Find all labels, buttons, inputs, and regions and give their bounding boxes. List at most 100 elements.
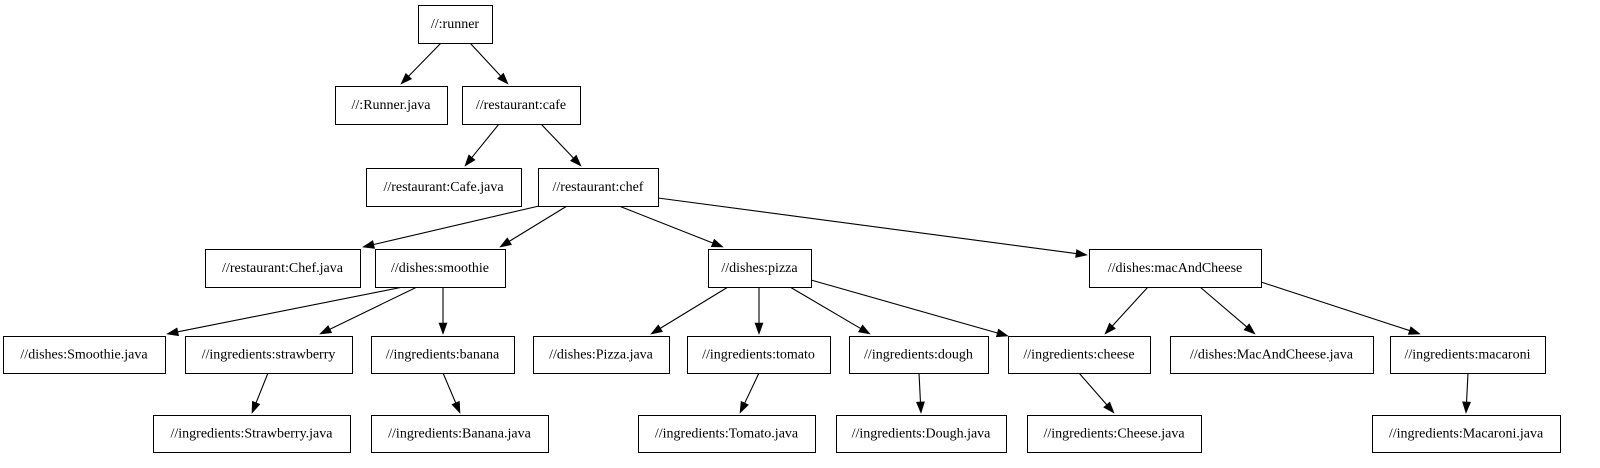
node-box[interactable] [153, 415, 351, 453]
edge-arrowhead [1407, 326, 1421, 335]
node-label: //ingredients:cheese [1023, 348, 1134, 363]
node-label: //dishes:pizza [721, 261, 798, 276]
edge-line [618, 205, 713, 244]
edge-line [177, 286, 404, 333]
edge-line [471, 123, 500, 158]
graph-node-dishes_macandcheese[interactable]: //dishes:macAndCheese [1089, 249, 1262, 288]
graph-node-dishes_pizza[interactable]: //dishes:pizza [708, 249, 812, 288]
node-box[interactable] [418, 5, 493, 44]
node-box[interactable] [1027, 415, 1202, 453]
graph-node-dough_java[interactable]: //ingredients:Dough.java [836, 415, 1007, 453]
graph-node-ing_banana[interactable]: //ingredients:banana [371, 336, 515, 374]
edge-line [373, 205, 540, 246]
edge-arrowhead [497, 72, 509, 85]
node-box[interactable] [371, 336, 515, 374]
edge-line [1112, 286, 1149, 327]
graph-edge [916, 372, 925, 414]
graph-node-strawberry_java[interactable]: //ingredients:Strawberry.java [153, 415, 351, 453]
node-label: //restaurant:chef [553, 180, 644, 195]
node-label: //restaurant:cafe [476, 98, 566, 113]
edge-line [1078, 372, 1108, 406]
edge-line [810, 279, 998, 334]
graph-node-macandcheese_java[interactable]: //dishes:MacAndCheese.java [1170, 336, 1374, 374]
edge-line [469, 42, 501, 77]
graph-edge [362, 205, 540, 249]
node-box[interactable] [205, 249, 361, 288]
node-box[interactable] [185, 336, 353, 374]
edge-line [657, 197, 1077, 255]
node-label: //ingredients:Tomato.java [655, 427, 799, 442]
node-label: //restaurant:Chef.java [222, 261, 344, 276]
edge-arrowhead [251, 400, 261, 414]
node-label: //ingredients:dough [864, 348, 973, 363]
graph-edge [810, 279, 1009, 338]
graph-node-restaurant_cafe[interactable]: //restaurant:cafe [462, 86, 581, 125]
graph-node-cheese_java[interactable]: //ingredients:Cheese.java [1027, 415, 1202, 453]
edge-arrowhead [499, 237, 512, 248]
graph-node-smoothie_java[interactable]: //dishes:Smoothie.java [3, 336, 166, 374]
graph-edge [1260, 281, 1421, 335]
graph-node-restaurant_chef[interactable]: //restaurant:chef [538, 168, 659, 207]
graph-node-ing_dough[interactable]: //ingredients:dough [849, 336, 989, 374]
graph-node-ing_tomato[interactable]: //ingredients:tomato [687, 336, 831, 374]
graph-nodes-layer: //:runner //:Runner.java //restaurant:cafe… [3, 5, 1561, 453]
graph-node-pizza_java[interactable]: //dishes:Pizza.java [533, 336, 670, 374]
graph-node-ing_strawberry[interactable]: //ingredients:strawberry [185, 336, 353, 374]
node-box[interactable] [366, 168, 522, 207]
graph-node-runner[interactable]: //:runner [418, 5, 493, 44]
graph-node-cafe_java[interactable]: //restaurant:Cafe.java [366, 168, 522, 207]
graph-edge [1104, 286, 1149, 335]
edge-arrowhead [650, 324, 663, 335]
node-box[interactable] [335, 86, 448, 125]
node-label: //ingredients:Dough.java [852, 427, 992, 442]
edge-arrowhead [858, 324, 871, 335]
node-box[interactable] [3, 336, 166, 374]
graph-node-ing_macaroni[interactable]: //ingredients:macaroni [1390, 336, 1546, 374]
node-label: //:runner [431, 17, 480, 32]
node-box[interactable] [687, 336, 831, 374]
node-box[interactable] [1390, 336, 1546, 374]
edge-arrowhead [1103, 401, 1115, 414]
graph-node-banana_java[interactable]: //ingredients:Banana.java [371, 415, 549, 453]
graph-edge [1078, 372, 1115, 414]
graph-node-ing_cheese[interactable]: //ingredients:cheese [1008, 336, 1151, 374]
graph-edge [469, 42, 509, 85]
node-box[interactable] [1372, 415, 1561, 453]
graph-edge [754, 287, 764, 335]
edge-arrowhead [362, 240, 376, 249]
graph-edge [442, 372, 461, 414]
node-box[interactable] [371, 415, 549, 453]
node-box[interactable] [1008, 336, 1151, 374]
node-box[interactable] [1089, 249, 1262, 288]
node-box[interactable] [533, 336, 670, 374]
graph-node-macaroni_java[interactable]: //ingredients:Macaroni.java [1372, 415, 1561, 453]
graph-edge [319, 286, 418, 335]
edge-arrowhead [1075, 249, 1088, 258]
node-label: //ingredients:banana [386, 348, 500, 363]
graph-node-chef_java[interactable]: //restaurant:Chef.java [205, 249, 361, 288]
node-box[interactable] [538, 168, 659, 207]
node-box[interactable] [638, 415, 816, 453]
edge-arrowhead [438, 322, 448, 335]
edge-arrowhead [754, 322, 764, 335]
node-label: //ingredients:tomato [702, 348, 815, 363]
graph-edge [400, 42, 442, 85]
edge-line [789, 286, 861, 329]
node-box[interactable] [375, 249, 506, 288]
graph-node-runner_java[interactable]: //:Runner.java [335, 86, 448, 125]
node-box[interactable] [708, 249, 812, 288]
graph-node-tomato_java[interactable]: //ingredients:Tomato.java [638, 415, 816, 453]
node-box[interactable] [1170, 336, 1374, 374]
graph-edge [618, 205, 724, 248]
graph-edge [789, 286, 871, 335]
edge-arrowhead [1462, 401, 1471, 414]
node-box[interactable] [462, 86, 581, 125]
edge-line [918, 372, 921, 403]
edge-arrowhead [570, 154, 582, 167]
node-box[interactable] [849, 336, 989, 374]
node-label: //ingredients:strawberry [202, 348, 336, 363]
node-box[interactable] [836, 415, 1007, 453]
graph-node-dishes_smoothie[interactable]: //dishes:smoothie [375, 249, 506, 288]
